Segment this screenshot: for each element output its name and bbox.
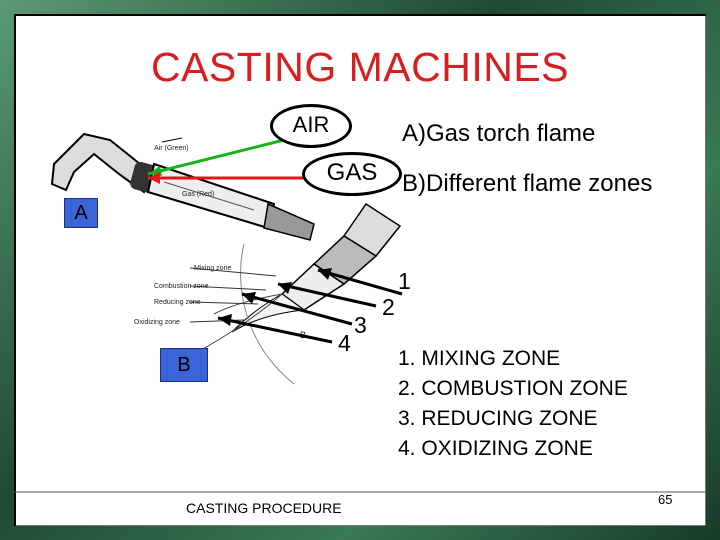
slide-title: CASTING MACHINES — [150, 44, 570, 90]
gas-hose-label: Gas (Red) — [182, 191, 214, 198]
zone-list-item: 4. OXIDIZING ZONE — [398, 437, 593, 460]
slide: CASTING MACHINES Air (Green) Gas (Red) — [14, 14, 706, 526]
label-box-b: B — [160, 348, 208, 382]
gas-oval: GAS — [302, 152, 402, 196]
pointer-3 — [241, 292, 353, 326]
zone-number-3: 3 — [354, 312, 367, 338]
footer-text: CASTING PROCEDURE — [186, 500, 342, 516]
zone-pointer-arrows — [217, 268, 403, 344]
zone-number-2: 2 — [382, 294, 395, 320]
zone-number-1: 1 — [398, 268, 411, 294]
gas-arrow-head — [148, 172, 160, 184]
air-hose-label: Air (Green) — [154, 145, 189, 152]
pointer-1 — [317, 268, 403, 296]
zone-label-mixing: Mixing zone — [194, 265, 231, 272]
zone-label-oxidizing: Oxidizing zone — [134, 319, 180, 326]
zone-label-combustion: Combustion zone — [154, 283, 209, 290]
zone-list-item: 3. REDUCING ZONE — [398, 407, 598, 430]
air-arrow — [147, 138, 285, 176]
zone-number-4: 4 — [338, 330, 351, 356]
caption-a: A)Gas torch flame — [402, 120, 596, 147]
zone-label-reducing: Reducing zone — [154, 299, 201, 306]
page-number: 65 — [658, 492, 673, 507]
zone-list-item: 1. MIXING ZONE — [398, 347, 561, 370]
pointer-2 — [277, 282, 377, 308]
label-box-a: A — [64, 198, 98, 228]
caption-b: B)Different flame zones — [402, 170, 653, 197]
air-oval: AIR — [270, 104, 352, 148]
pointer-4 — [217, 316, 333, 344]
zone-list: 1. MIXING ZONE 2. COMBUSTION ZONE 3. RED… — [398, 344, 628, 464]
torch-illustration: Air (Green) Gas (Red) Mixin — [14, 132, 706, 493]
zone-list-item: 2. COMBUSTION ZONE — [398, 377, 628, 400]
